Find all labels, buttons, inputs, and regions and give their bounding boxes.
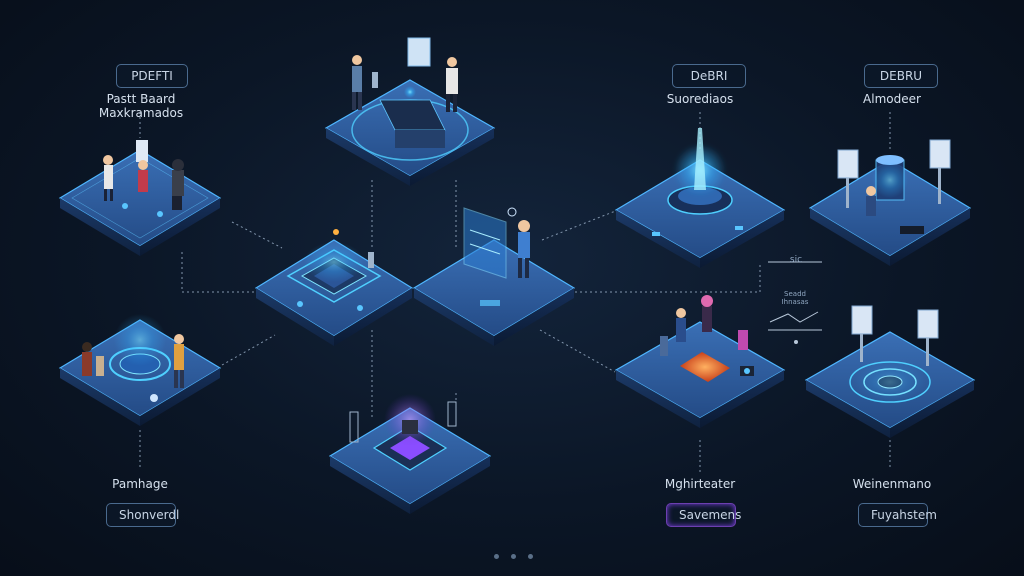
node-tag-bottom-right-1: Savemens (666, 503, 741, 527)
mini-panel-title: sic (789, 255, 803, 265)
platform-display (412, 207, 576, 346)
page-dot[interactable] (494, 554, 499, 559)
mini-panel-text: Seadd Ihnasas (781, 290, 809, 306)
platform-shop (58, 140, 222, 256)
platform-workshop (614, 295, 786, 428)
page-indicator-dots[interactable] (494, 554, 533, 559)
page-dot[interactable] (511, 554, 516, 559)
platform-lab (324, 37, 496, 186)
node-tag-bottom-right-2: Fuyahstem (858, 503, 937, 527)
node-tag-bottom-left: Shonverdl (106, 503, 179, 527)
node-tag-top-left: PDEFTI (116, 64, 188, 88)
mini-info-panel (768, 261, 822, 344)
platform-vortex (804, 305, 976, 438)
platform-reactor (614, 128, 786, 268)
node-label-top-right-2: Almodeer (863, 92, 921, 106)
node-label-top-right-1: Suorediaos (666, 92, 734, 106)
platform-hologram (58, 314, 222, 426)
node-label-bottom-right-1: Mghirteater (664, 477, 736, 491)
platform-quantum-core (328, 394, 492, 514)
connector-lines (139, 112, 891, 475)
node-tag-top-right-1: DeBRI (672, 64, 746, 88)
node-tag-top-right-2: DEBRU (864, 64, 938, 88)
node-label-bottom-left: Pamhage (112, 477, 168, 491)
node-label-top-left: Pastt Baard Maxkramados (98, 92, 184, 120)
platform-storage (808, 139, 972, 266)
node-label-bottom-right-2: Weinenmano (852, 477, 932, 491)
page-dot[interactable] (528, 554, 533, 559)
platform-processor (254, 229, 414, 346)
